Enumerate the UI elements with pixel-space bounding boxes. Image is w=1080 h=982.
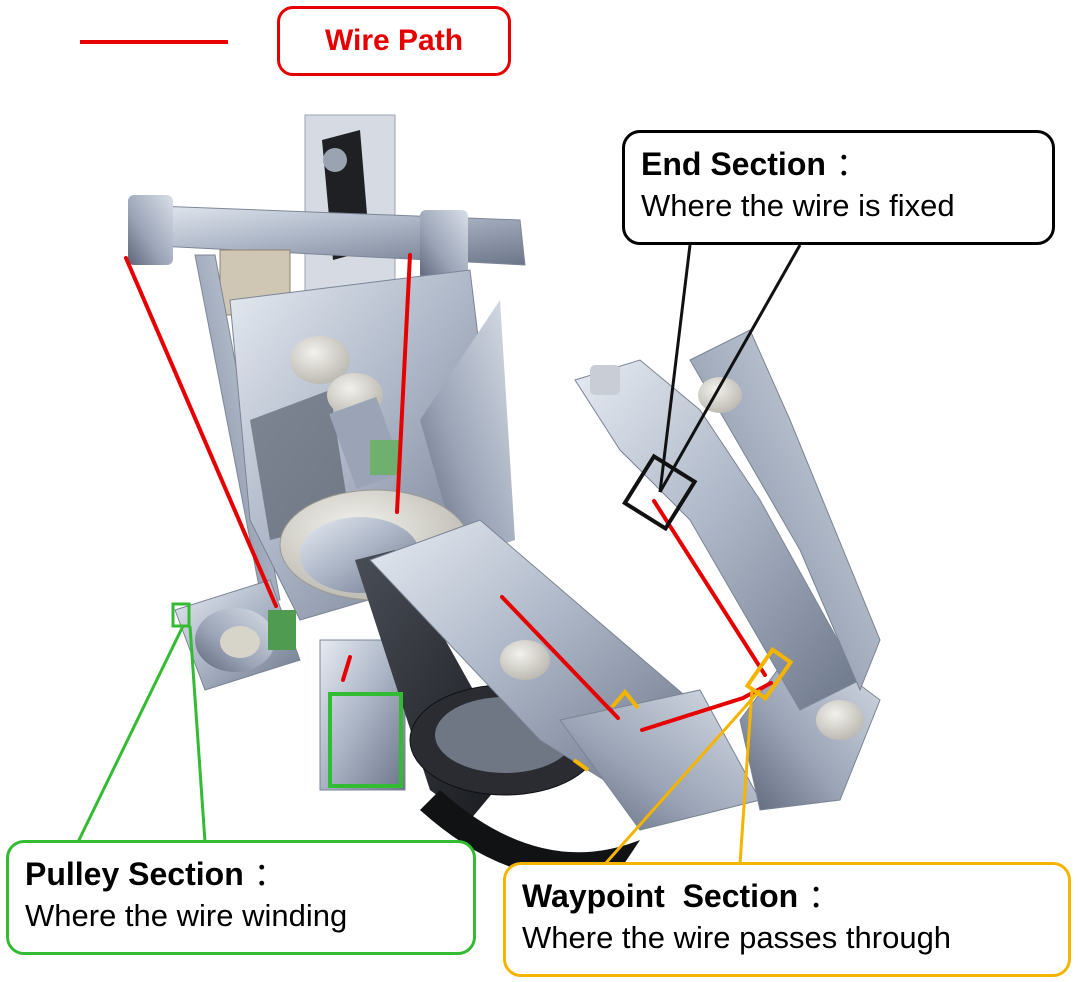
pulley-section-description: Where the wire winding xyxy=(25,898,348,933)
end-leader xyxy=(658,244,692,493)
waypoint-section-callout: Waypoint Section： Where the wire passes … xyxy=(503,862,1071,977)
pulley-section-colon: ： xyxy=(253,856,286,892)
pulley-section-title: Pulley Section xyxy=(25,856,244,892)
waypoint-section-title-row: Waypoint Section： xyxy=(522,875,1052,917)
waypoint-marker-low xyxy=(572,758,590,772)
end-section-callout: End Section： Where the wire is fixed xyxy=(622,130,1055,245)
waypoint-section-colon: ： xyxy=(808,878,841,914)
waypoint-leader xyxy=(603,689,762,865)
waypoint-section-title: Waypoint Section xyxy=(522,878,799,914)
wire-line xyxy=(500,595,620,720)
waypoint-section-description: Where the wire passes through xyxy=(522,920,952,955)
end-section-description: Where the wire is fixed xyxy=(641,188,955,223)
wire-line xyxy=(640,681,773,732)
legend-wire-line xyxy=(80,40,228,44)
end-section-colon: ： xyxy=(835,146,868,182)
leader-lines xyxy=(76,244,802,865)
pulley-section-callout: Pulley Section： Where the wire winding xyxy=(6,840,476,955)
legend-box: Wire Path xyxy=(277,6,511,76)
pulley-marker-small xyxy=(171,602,191,628)
robot-body xyxy=(128,114,881,878)
wire-line xyxy=(652,499,767,677)
pulley-marker-large xyxy=(328,692,403,788)
pulley-leader xyxy=(188,625,207,843)
waypoint-leader xyxy=(738,689,754,865)
wire-line xyxy=(341,655,352,682)
end-section-title-row: End Section： xyxy=(641,143,1036,185)
legend-label: Wire Path xyxy=(324,24,464,57)
wire-path-lines xyxy=(124,253,773,732)
wire-line xyxy=(124,256,278,608)
pulley-leader xyxy=(76,625,185,843)
end-section-title: End Section xyxy=(641,146,826,182)
pulley-section-title-row: Pulley Section： xyxy=(25,853,457,895)
end-leader xyxy=(658,244,802,493)
waypoint-marker-mid xyxy=(610,688,640,710)
wire-line xyxy=(395,253,412,514)
